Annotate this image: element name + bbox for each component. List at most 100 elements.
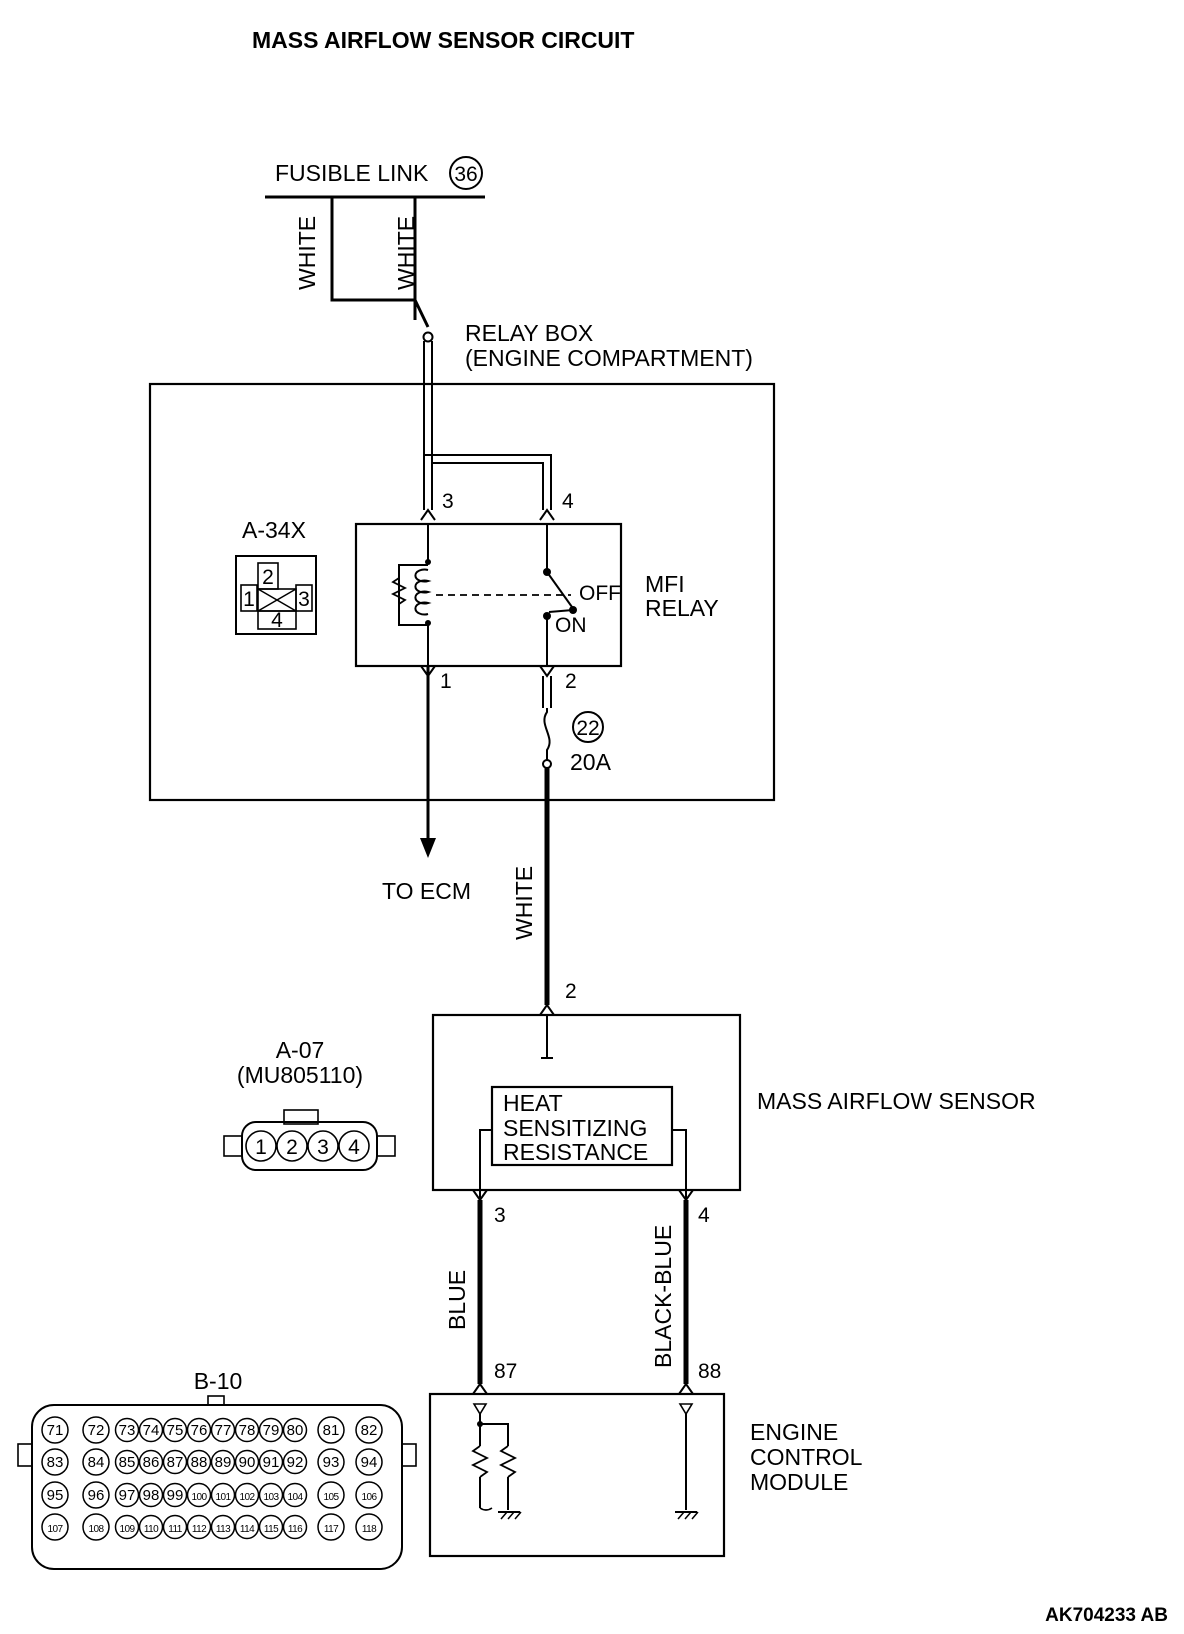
wire-white-3-label: WHITE: [511, 866, 537, 940]
ecm-connector-pin-circle: [162, 1417, 188, 1443]
maf-connector-pin-2: 2: [286, 1136, 298, 1159]
ecm-connector-pin-circle: [186, 1514, 212, 1540]
relay-pin3-arrow: [420, 508, 436, 521]
relay-pin2-num: 2: [565, 670, 577, 693]
ecm-connector-pin-circle: [82, 1481, 110, 1509]
ecm-connector-pin-number: 118: [362, 1524, 377, 1535]
ecm-88-terminal: [678, 1403, 694, 1416]
ecm-connector-pin-number: 84: [88, 1454, 105, 1471]
ecm-connector-pin-circle: [114, 1514, 140, 1540]
ecm-connector-pin-circle: [114, 1482, 140, 1508]
ecm-connector-pin-number: 113: [216, 1524, 231, 1535]
maf-pin4-num: 4: [698, 1204, 710, 1227]
ecm-connector-pin-number: 100: [192, 1492, 208, 1503]
maf-lead-pin4: [672, 1129, 687, 1200]
ecm-connector-pin-circle: [186, 1449, 212, 1475]
fuse-terminal-bottom: [542, 759, 552, 769]
ecm-connector-pin-circle: [258, 1514, 284, 1540]
ecm-connector-pin-number: 83: [47, 1454, 64, 1471]
wire-white-1-label: WHITE: [294, 216, 320, 290]
ecm-connector-pin-number: 76: [191, 1422, 208, 1439]
maf-connector-pin-4: 4: [348, 1136, 360, 1159]
ecm-connector-pin-number: 110: [144, 1524, 159, 1535]
element-label-3: RESISTANCE: [503, 1139, 648, 1165]
ecm-connector-pin-circle: [234, 1514, 260, 1540]
maf-sensor-body: [431, 1013, 742, 1192]
to-ecm-label: TO ECM: [382, 878, 471, 904]
diagram-title: MASS AIRFLOW SENSOR CIRCUIT: [252, 27, 634, 53]
fuse-symbol: [543, 708, 551, 760]
ecm-connector-pin-number: 99: [167, 1487, 184, 1504]
mfi-relay-body: [354, 522, 623, 668]
ecm-connector-pin-number: 88: [191, 1454, 208, 1471]
ecm-connector-code: B-10: [194, 1368, 243, 1394]
ecm-connector-pin-number: 111: [168, 1524, 182, 1535]
ecm-connector-pin-circle: [210, 1514, 236, 1540]
ecm-connector-pin-circle: [162, 1514, 188, 1540]
maf-sensor-label: MASS AIRFLOW SENSOR: [757, 1088, 1036, 1114]
ecm-body: [428, 1392, 726, 1558]
ecm-connector-pin-number: 85: [119, 1454, 136, 1471]
ecm-connector-pin-number: 87: [167, 1454, 184, 1471]
relay-pin1-num: 1: [440, 670, 452, 693]
heat-sensitizing-element: [490, 1085, 674, 1167]
ecm-connector-pin-number: 116: [288, 1524, 303, 1535]
ecm-resistor-1-end: [479, 1507, 493, 1511]
ecm-ground-87: [498, 1511, 522, 1520]
to-ecm-arrowhead: [420, 838, 436, 858]
fusible-link-number-circle: [449, 156, 483, 190]
ecm-connector-pin-circle: [162, 1449, 188, 1475]
relay-resistor-bracket: [398, 564, 428, 626]
ecm-connector-pin-number: 92: [287, 1454, 304, 1471]
ecm-connector-pin-circle: [317, 1416, 345, 1444]
ecm-connector-pin-number: 94: [361, 1454, 378, 1471]
ecm-connector-pin-circle: [114, 1449, 140, 1475]
ecm-connector-pin-circle: [317, 1513, 345, 1541]
ecm-label-2: CONTROL: [750, 1444, 863, 1470]
ecm-connector-pin-circle: [234, 1482, 260, 1508]
ecm-connector-pin-circle: [138, 1482, 164, 1508]
ecm-connector-pin-number: 89: [215, 1454, 232, 1471]
ecm-connector-pin-circle: [114, 1417, 140, 1443]
ecm-connector-pin-circle: [210, 1417, 236, 1443]
ecm-connector-pin-number: 79: [263, 1422, 280, 1439]
ecm-connector-pin-number: 95: [47, 1487, 64, 1504]
relay-pin4-feed-outer: [424, 454, 552, 510]
fuse-number: 22: [576, 717, 599, 740]
wire-black-blue-label: BLACK-BLUE: [650, 1225, 676, 1368]
ecm-connector-pin-circle: [282, 1514, 308, 1540]
relay-coil: [414, 568, 432, 616]
ecm-connector-pin-circle: [41, 1481, 69, 1509]
ecm-connector-pin-number: 75: [167, 1422, 184, 1439]
wire-white-2-label: WHITE: [393, 216, 419, 290]
maf-lead-pin3: [479, 1129, 492, 1200]
relay-switch-blade: [546, 571, 573, 608]
ecm-connector-pin-circle: [210, 1482, 236, 1508]
ecm-connector-pin-circle: [234, 1449, 260, 1475]
maf-connector-part: (MU805110): [237, 1062, 363, 1088]
ecm-connector-pin-number: 114: [240, 1524, 255, 1535]
ecm-connector-pin-number: 71: [47, 1422, 64, 1439]
ecm-connector-pin-number: 106: [362, 1492, 378, 1503]
ecm-connector-pin-circle: [138, 1417, 164, 1443]
relay-coil-node-top: [425, 559, 431, 565]
ecm-connector-pin-number: 81: [323, 1422, 340, 1439]
ecm-connector-pin-number: 73: [119, 1422, 136, 1439]
ecm-connector-pin-circle: [41, 1513, 69, 1541]
ecm-connector-pin-number: 98: [143, 1487, 160, 1504]
maf-connector-pin-1: 1: [255, 1136, 267, 1159]
relay-box: [148, 382, 776, 802]
ecm-connector-pin-number: 72: [88, 1422, 105, 1439]
ecm-connector-pin-circle: [317, 1448, 345, 1476]
relay-pin2-arrow: [539, 665, 555, 678]
element-label-1: HEAT: [503, 1090, 563, 1116]
ecm-connector-pin-number: 78: [239, 1422, 256, 1439]
relay-connector-pin-2: 2: [262, 566, 274, 589]
ecm-connector-pin-number: 117: [324, 1524, 339, 1535]
relay-on-label: ON: [555, 614, 587, 637]
relay-pin4-num: 4: [562, 490, 574, 513]
ecm-connector-pin-number: 93: [323, 1454, 340, 1471]
ecm-connector-pin-number: 91: [263, 1454, 280, 1471]
ecm-connector-pin-number: 86: [143, 1454, 160, 1471]
